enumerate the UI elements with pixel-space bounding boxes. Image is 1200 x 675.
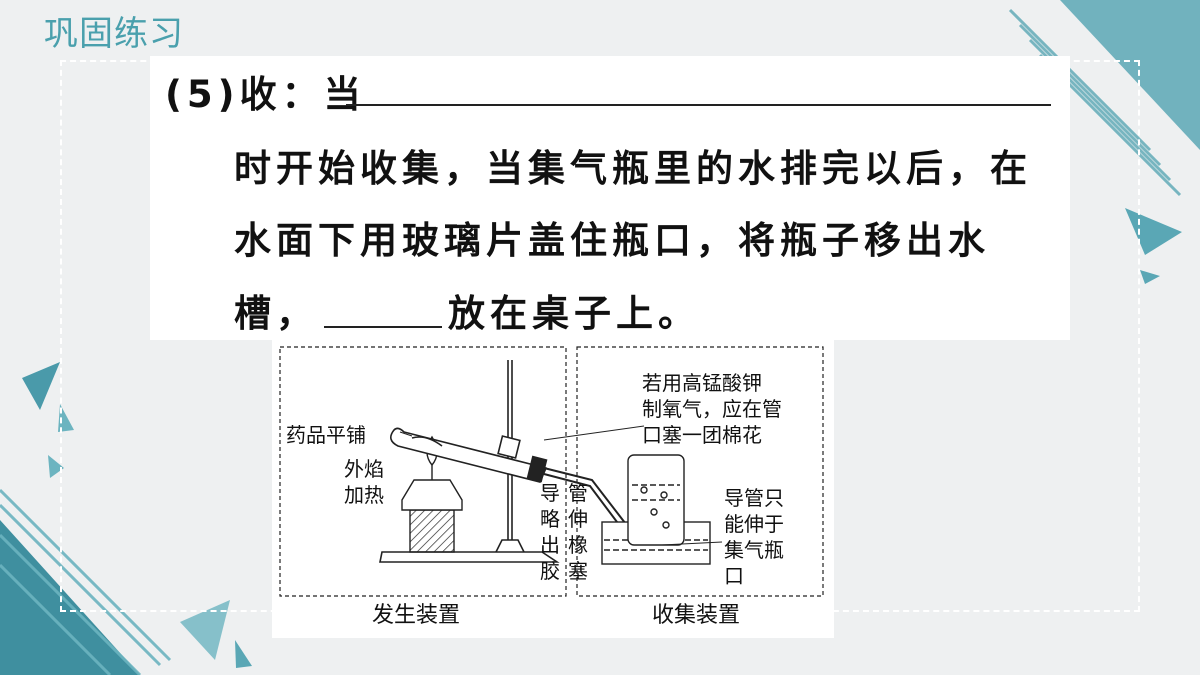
label-mouth: 导管只 能伸于 集气瓶 口 xyxy=(724,486,784,588)
svg-text:口: 口 xyxy=(724,564,744,588)
svg-text:导: 导 xyxy=(540,481,560,505)
answer-blank-2[interactable] xyxy=(324,325,442,328)
svg-text:伸: 伸 xyxy=(568,507,588,531)
svg-text:胶: 胶 xyxy=(540,559,560,583)
slide-title: 巩固练习 xyxy=(44,14,184,54)
svg-text:塞: 塞 xyxy=(568,559,588,583)
question-line-4: 槽， 放在桌子上。 xyxy=(234,283,700,337)
svg-text:集气瓶: 集气瓶 xyxy=(724,538,784,562)
generator-box xyxy=(279,346,567,597)
svg-text:口塞一团棉花: 口塞一团棉花 xyxy=(642,423,762,447)
question-line-3: 水面下用玻璃片盖住瓶口，将瓶子移出水 xyxy=(234,219,990,262)
svg-text:橡: 橡 xyxy=(568,533,588,557)
apparatus-diagram: 药品平铺 外焰 加热 导 略 出 胶 管 伸 橡 塞 若用高锰酸钾 制氧气，应在… xyxy=(272,340,834,638)
label-drug: 药品平铺 xyxy=(286,423,366,447)
label-flame-2: 加热 xyxy=(344,483,384,507)
label-cotton: 若用高锰酸钾 制氧气，应在管 口塞一团棉花 xyxy=(642,371,782,447)
label-tube-col2: 管 伸 橡 塞 xyxy=(568,481,588,583)
question-line-2: 时开始收集，当集气瓶里的水排完以后，在 xyxy=(234,147,1032,190)
caption-generator: 发生装置 xyxy=(372,603,460,628)
svg-text:管: 管 xyxy=(568,481,588,505)
question-line-4-prefix: 槽， xyxy=(234,292,318,335)
alcohol-lamp xyxy=(401,435,463,553)
water-trough xyxy=(601,454,711,565)
svg-text:略: 略 xyxy=(540,507,560,531)
question-line-4-suffix: 放在桌子上。 xyxy=(448,292,700,335)
answer-blank-1[interactable] xyxy=(346,104,1051,106)
svg-text:出: 出 xyxy=(540,533,560,557)
question-panel xyxy=(150,56,1070,340)
caption-collector: 收集装置 xyxy=(652,603,740,628)
svg-text:若用高锰酸钾: 若用高锰酸钾 xyxy=(642,371,762,395)
collector-box xyxy=(576,346,824,597)
test-tube xyxy=(390,427,548,483)
svg-text:导管只: 导管只 xyxy=(724,486,784,510)
svg-text:能伸于: 能伸于 xyxy=(724,512,784,536)
label-tube-col1: 导 略 出 胶 xyxy=(540,481,560,583)
svg-text:制氧气，应在管: 制氧气，应在管 xyxy=(642,397,782,421)
question-line-1: (5)收：当 xyxy=(165,73,366,116)
label-flame-1: 外焰 xyxy=(344,457,384,481)
